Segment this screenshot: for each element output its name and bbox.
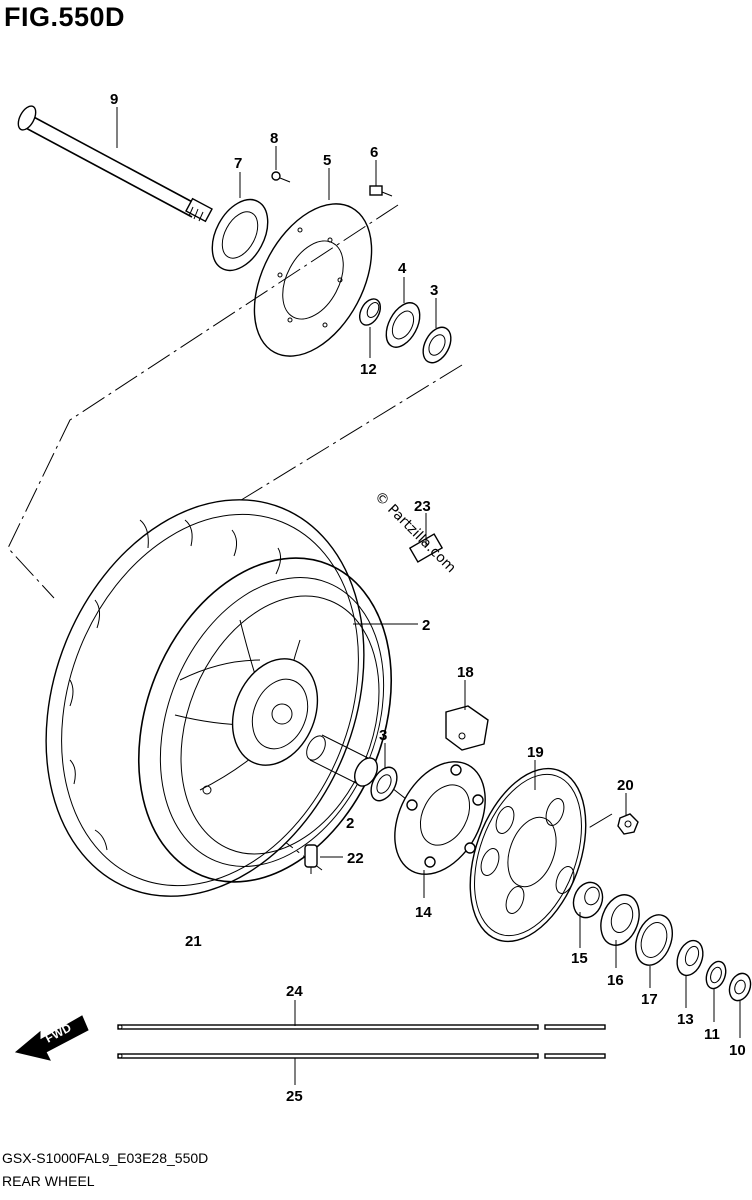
- callout-20[interactable]: 20: [617, 777, 634, 794]
- model-code: GSX-S1000FAL9_E03E28_550D: [2, 1150, 209, 1166]
- figure-name: REAR WHEEL: [2, 1173, 95, 1189]
- callout-3-lower[interactable]: 3: [379, 727, 387, 744]
- part-23-balance-weight[interactable]: [408, 533, 444, 563]
- part-18-chain-guide[interactable]: [445, 705, 489, 751]
- part-24-balance-tape[interactable]: [117, 1024, 606, 1030]
- callout-16[interactable]: 16: [607, 972, 624, 989]
- callout-22[interactable]: 22: [347, 850, 364, 867]
- part-5-brake-disc[interactable]: [230, 184, 395, 376]
- part-12-spacer[interactable]: [355, 295, 384, 328]
- callout-18[interactable]: 18: [457, 664, 474, 681]
- callout-12[interactable]: 12: [360, 361, 377, 378]
- callout-21[interactable]: 21: [185, 933, 202, 950]
- callout-4[interactable]: 4: [398, 260, 407, 277]
- part-9-rear-axle[interactable]: [15, 103, 213, 223]
- callout-15[interactable]: 15: [571, 950, 588, 967]
- callout-11[interactable]: 11: [704, 1026, 720, 1043]
- part-1-rear-wheel-tire[interactable]: [0, 452, 437, 945]
- part-25-balance-tape[interactable]: [117, 1053, 606, 1059]
- part-17-oil-seal[interactable]: [629, 910, 679, 970]
- callout-17[interactable]: 17: [641, 991, 658, 1008]
- callout-7[interactable]: 7: [234, 155, 242, 172]
- part-13-spacer[interactable]: [673, 937, 708, 979]
- part-10-axle-nut[interactable]: [726, 970, 752, 1003]
- callout-5[interactable]: 5: [323, 152, 331, 169]
- part-22-air-valve[interactable]: [304, 844, 318, 874]
- part-4-oil-seal[interactable]: [379, 297, 426, 353]
- part-8-screw[interactable]: [271, 171, 291, 183]
- part-3-bearing-upper[interactable]: [417, 323, 456, 368]
- callout-3-upper[interactable]: 3: [430, 282, 438, 299]
- callout-8[interactable]: 8: [270, 130, 278, 147]
- callout-13[interactable]: 13: [677, 1011, 694, 1028]
- callout-25[interactable]: 25: [286, 1088, 303, 1105]
- part-14-sprocket-drum[interactable]: [377, 746, 504, 890]
- callout-2[interactable]: 2: [346, 815, 354, 832]
- callout-6[interactable]: 6: [370, 144, 378, 161]
- callout-9[interactable]: 9: [110, 91, 118, 108]
- part-19-rear-sprocket[interactable]: [448, 753, 607, 958]
- part-20-nut[interactable]: [617, 813, 639, 835]
- part-2-spacer[interactable]: [303, 733, 382, 790]
- fwd-direction-arrow: FWD: [14, 1015, 89, 1061]
- callout-10[interactable]: 10: [729, 1042, 746, 1059]
- part-7-retainer-plate[interactable]: [201, 190, 279, 280]
- callout-23[interactable]: 23: [414, 498, 431, 515]
- part-3-bearing-lower[interactable]: [366, 763, 402, 805]
- callout-19[interactable]: 19: [527, 744, 544, 761]
- part-6-disc-bolt[interactable]: [369, 185, 393, 197]
- callout-24[interactable]: 24: [286, 983, 303, 1000]
- figure-title: FIG.550D: [4, 2, 126, 32]
- part-16-bearing[interactable]: [594, 889, 646, 950]
- callout-14[interactable]: 14: [415, 904, 432, 921]
- leader-lines: [116, 107, 741, 1085]
- callout-numbers: 9 7 8 5 6 4 3 12 23 2 18 3 19 20 2 22 14…: [110, 91, 746, 1105]
- part-15-spacer[interactable]: [569, 878, 608, 921]
- part-11-washer[interactable]: [703, 959, 729, 991]
- callout-1[interactable]: 2: [422, 617, 430, 634]
